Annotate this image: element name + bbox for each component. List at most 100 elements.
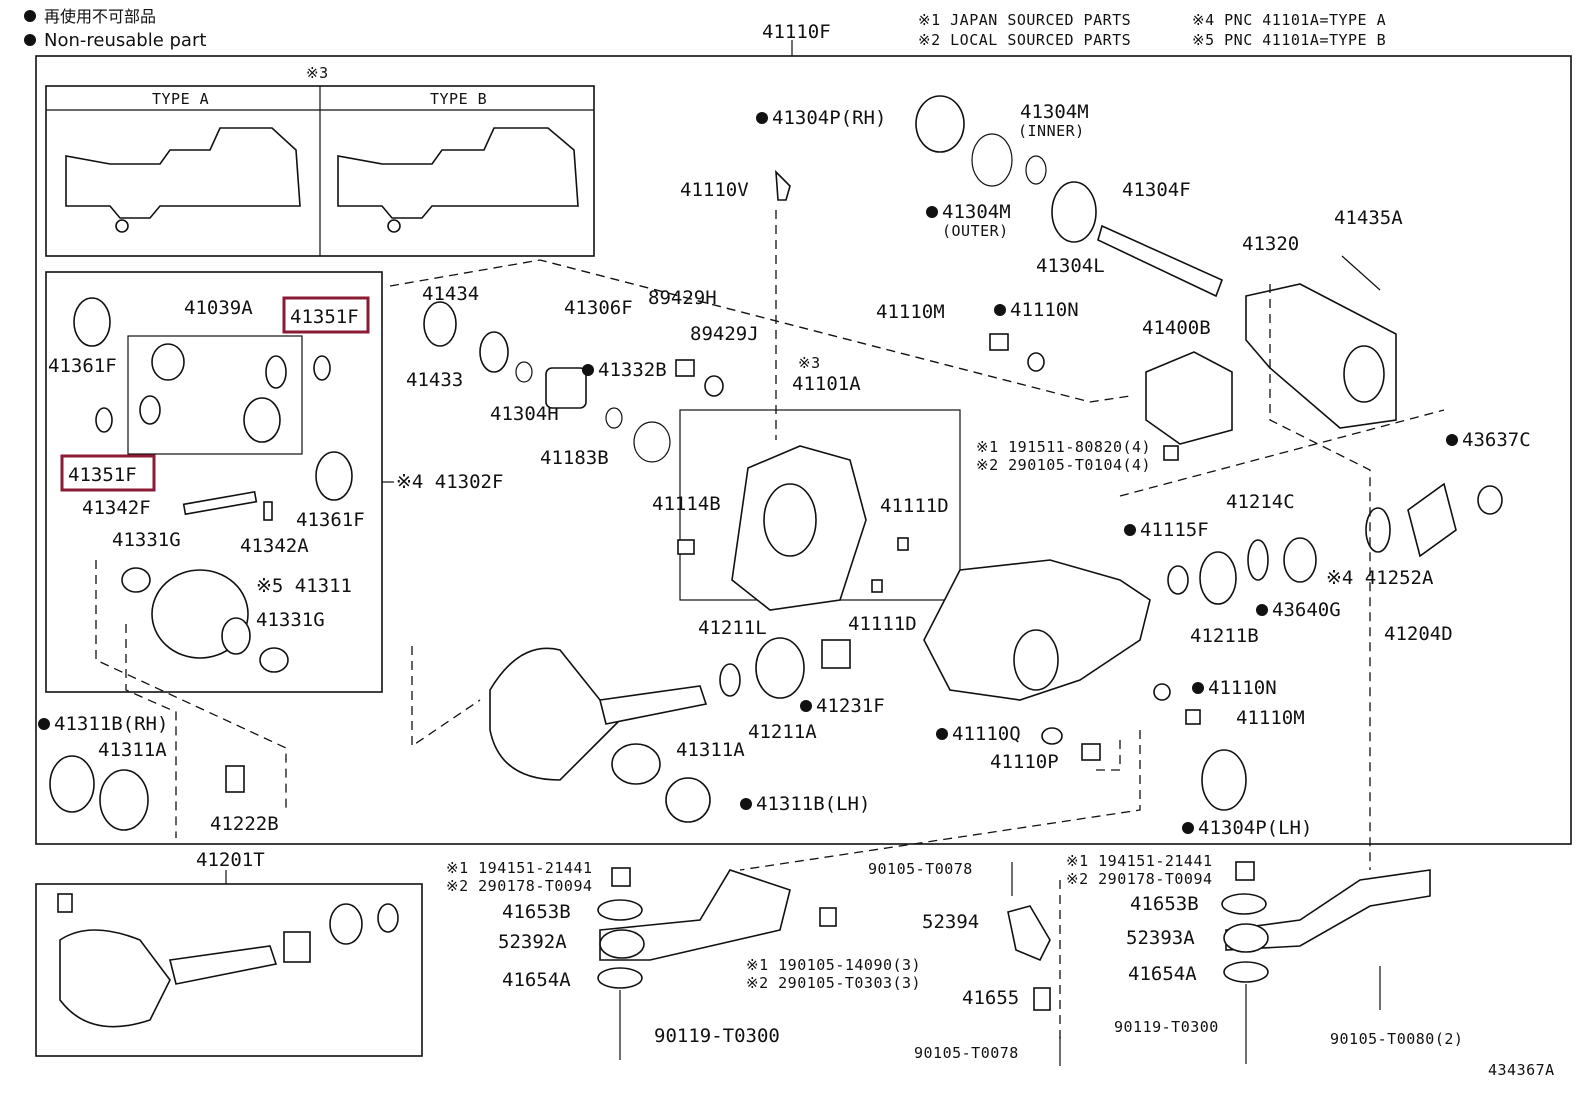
label-194151-b: ※1 194151-21441 bbox=[1066, 852, 1213, 870]
label-290105: ※2 290105-T0104(4) bbox=[976, 456, 1151, 474]
oil-seal-41311B-RH-icon bbox=[49, 755, 95, 813]
breather-41110V-icon bbox=[775, 169, 791, 201]
label-41435A: 41435A bbox=[1334, 207, 1403, 229]
label-41183B: 41183B bbox=[540, 447, 609, 469]
label-90105-T0078-a: 90105-T0078 bbox=[868, 860, 973, 878]
bolt-41222B-icon bbox=[225, 765, 245, 793]
oil-seal-41304P-RH-icon bbox=[915, 95, 965, 153]
type-panel-mark: ※3 bbox=[306, 64, 329, 82]
label-441252A: ※4 41252A bbox=[1326, 567, 1434, 589]
label-41361F-b: 41361F bbox=[296, 509, 365, 531]
label-41115F: 41115F bbox=[1140, 519, 1209, 541]
label-41361F-a: 41361F bbox=[48, 355, 117, 377]
note-2: ※2 LOCAL SOURCED PARTS bbox=[918, 31, 1131, 49]
snap-ring-41183B-icon bbox=[633, 421, 671, 463]
label-41304M-outer: 41304M bbox=[942, 201, 1011, 223]
label-41110Q: 41110Q bbox=[952, 723, 1021, 745]
highlight-41351F-top bbox=[282, 296, 370, 334]
label-41304P-RH: 41304P(RH) bbox=[772, 107, 886, 129]
oil-seal-41304P-LH-icon bbox=[1201, 749, 1247, 811]
bearing-41211B-icon bbox=[1199, 551, 1237, 605]
label-41331G-b: 41331G bbox=[256, 609, 325, 631]
label-41304M-inner: 41304M bbox=[1020, 101, 1089, 123]
label-41111D-b: 41111D bbox=[848, 613, 917, 635]
mount-bracket-52392A-icon bbox=[599, 869, 791, 961]
label-41400B: 41400B bbox=[1142, 317, 1211, 339]
label-41110N-mid: 41110N bbox=[1208, 677, 1277, 699]
label-41433: 41433 bbox=[406, 369, 463, 391]
snap-ring-inner-icon bbox=[1025, 155, 1047, 185]
snap-ring-outer-icon bbox=[971, 133, 1013, 187]
label-41653B-b: 41653B bbox=[1130, 893, 1199, 915]
label-41320: 41320 bbox=[1242, 233, 1299, 255]
bolt-41435A-icon bbox=[1341, 255, 1381, 291]
label-41039A: 41039A bbox=[184, 297, 253, 319]
label-41201T: 41201T bbox=[196, 849, 265, 871]
label-41110V: 41110V bbox=[680, 179, 749, 201]
label-290178-b: ※2 290178-T0094 bbox=[1066, 870, 1213, 888]
note-5: ※5 PNC 41101A=TYPE B bbox=[1192, 31, 1386, 49]
bearing-41304L-icon bbox=[1051, 181, 1097, 243]
label-43637C: 43637C bbox=[1462, 429, 1531, 451]
gear-set-box bbox=[127, 335, 303, 455]
seal-43640G-icon bbox=[1283, 537, 1317, 583]
washer-41361F-b-icon bbox=[315, 451, 353, 501]
label-41342F: 41342F bbox=[82, 497, 151, 519]
label-41111D-a: 41111D bbox=[880, 495, 949, 517]
label-41204D: 41204D bbox=[1384, 623, 1453, 645]
legend-en: Non-reusable part bbox=[44, 30, 206, 51]
bearing-41433-icon bbox=[423, 301, 457, 347]
label-89429H: 89429H bbox=[648, 287, 717, 309]
label-41434: 41434 bbox=[422, 283, 479, 305]
legend-bullet-en bbox=[24, 34, 36, 46]
bracket-52394-icon bbox=[1007, 905, 1051, 962]
label-41351F-a[interactable]: 41351F bbox=[290, 306, 359, 328]
label-41311A-a: 41311A bbox=[98, 739, 167, 761]
label-41110N-top: 41110N bbox=[1010, 299, 1079, 321]
flange-41306F-icon bbox=[545, 367, 587, 409]
ring-pinion-set-box bbox=[35, 883, 423, 1057]
label-41211B: 41211B bbox=[1190, 625, 1259, 647]
label-41211L: 41211L bbox=[698, 617, 767, 639]
label-190105: ※1 190105-14090(3) bbox=[746, 956, 921, 974]
label-41311: ※5 41311 bbox=[256, 575, 352, 597]
label-41110M-top: 41110M bbox=[876, 301, 945, 323]
flange-41204D-icon bbox=[1407, 482, 1457, 558]
label-41311A-b: 41311A bbox=[676, 739, 745, 761]
label-52392A: 52392A bbox=[498, 931, 567, 953]
highlight-41351F-bottom bbox=[60, 454, 156, 492]
label-90105-T0078-b: 90105-T0078 bbox=[914, 1044, 1019, 1062]
pinion-gear-icon bbox=[265, 355, 287, 389]
label-90119-a: 90119-T0300 bbox=[654, 1025, 780, 1047]
note-4: ※4 PNC 41101A=TYPE A bbox=[1192, 11, 1386, 29]
side-gear-icon bbox=[151, 343, 185, 381]
label-41231F: 41231F bbox=[816, 695, 885, 717]
label-41110P: 41110P bbox=[990, 751, 1059, 773]
note-1: ※1 JAPAN SOURCED PARTS bbox=[918, 11, 1131, 29]
washer-41361F-a-icon bbox=[73, 297, 111, 347]
label-41331G-a: 41331G bbox=[112, 529, 181, 551]
label-41304L: 41304L bbox=[1036, 255, 1105, 277]
ring-gear-icon bbox=[489, 647, 622, 781]
label-90105-T0080: 90105-T0080(2) bbox=[1330, 1030, 1463, 1048]
figure-id: 434367A bbox=[1488, 1061, 1555, 1079]
type-a-label: TYPE A bbox=[152, 90, 209, 108]
drive-pinion-icon bbox=[599, 685, 708, 725]
housing-type-b-icon bbox=[337, 127, 579, 219]
label-outer: (OUTER) bbox=[942, 222, 1009, 240]
label-41332B: 41332B bbox=[598, 359, 667, 381]
legend-jp: 再使用不可部品 bbox=[44, 7, 156, 26]
label-89429J: 89429J bbox=[690, 323, 759, 345]
label-290105b: ※2 290105-T0303(3) bbox=[746, 974, 921, 992]
spacer-41434-icon bbox=[479, 331, 509, 373]
label-191511: ※1 191511-80820(4) bbox=[976, 438, 1151, 456]
label-41351F-b[interactable]: 41351F bbox=[68, 464, 137, 486]
label-41655: 41655 bbox=[962, 987, 1019, 1009]
label-43640G: 43640G bbox=[1272, 599, 1341, 621]
label-41311B-LH: 41311B(LH) bbox=[756, 793, 870, 815]
label-41211A: 41211A bbox=[748, 721, 817, 743]
label-41311B-RH: 41311B(RH) bbox=[54, 713, 168, 735]
bearing-41211A-icon bbox=[755, 637, 805, 699]
